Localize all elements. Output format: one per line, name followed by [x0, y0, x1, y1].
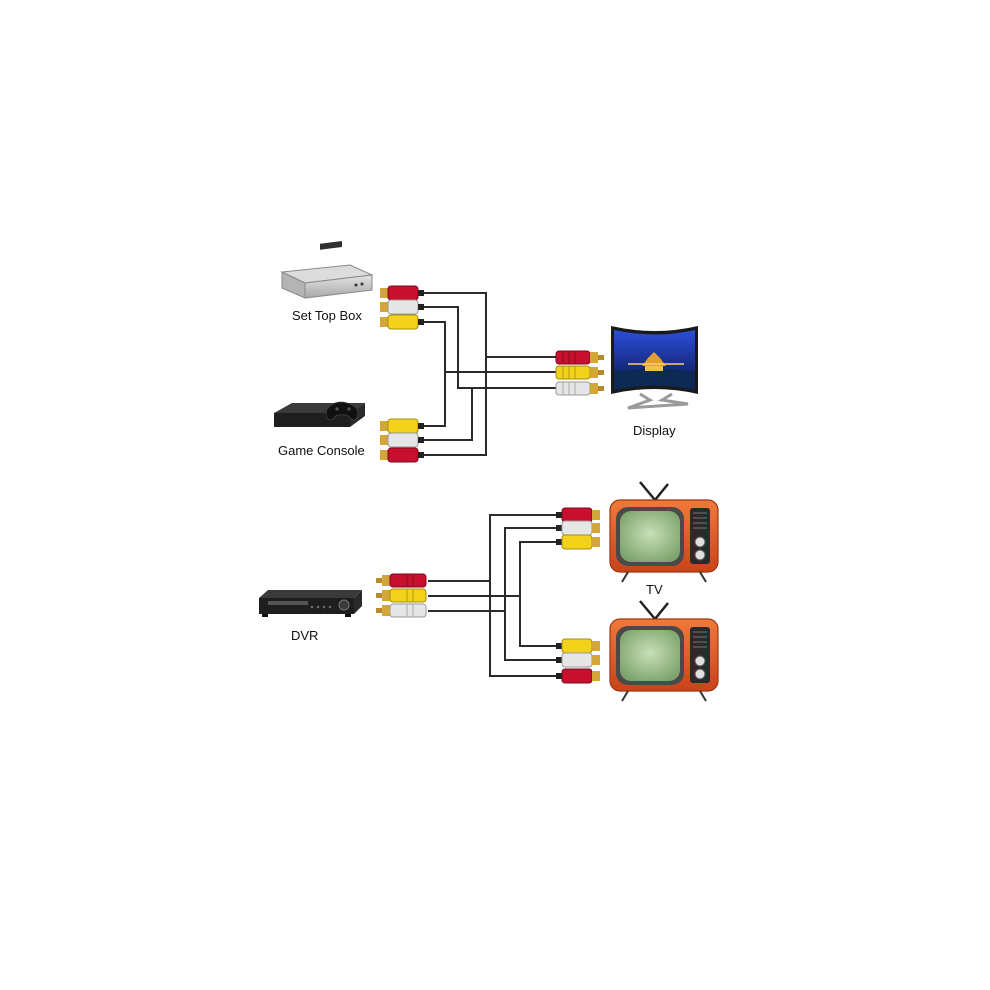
bottom-diagram: DVR	[259, 481, 719, 702]
cable-gc-yellow	[422, 372, 446, 427]
game-console-label: Game Console	[278, 443, 365, 458]
dvr-icon	[259, 590, 362, 617]
display-plugs	[555, 350, 604, 396]
display-label: Display	[633, 423, 676, 438]
tv1-connectors	[556, 507, 600, 550]
cable-stb-white	[422, 306, 558, 373]
rca-jack-red	[380, 447, 424, 463]
rca-jack-red	[556, 668, 600, 684]
cable-stb-red	[422, 292, 558, 358]
tv2-connectors	[556, 638, 600, 684]
cable-dvr-red-2	[489, 581, 560, 677]
rca-plug-white	[376, 603, 427, 618]
gamepad-icon	[325, 401, 359, 421]
rca-jack-white	[556, 520, 600, 536]
stb-connectors	[380, 285, 424, 330]
cable-stb-yellow	[422, 321, 558, 373]
rca-jack-red	[380, 285, 424, 301]
top-cables	[422, 292, 558, 456]
cable-gc-red	[422, 357, 487, 456]
cable-join-white	[457, 372, 472, 389]
cable-dvr-red	[428, 514, 560, 582]
rca-plug-red	[376, 573, 427, 588]
dvr-plugs	[376, 573, 427, 618]
rca-plug-white	[555, 381, 604, 396]
retro-tv-icon	[609, 481, 719, 583]
rca-jack-yellow	[380, 418, 424, 434]
display-icon	[611, 326, 698, 410]
rca-jack-yellow	[556, 638, 600, 654]
cable-dvr-white-2	[504, 611, 560, 661]
game-console-icon	[274, 401, 365, 427]
rca-jack-white	[380, 299, 424, 315]
rca-jack-white	[380, 432, 424, 448]
rca-plug-red	[555, 350, 604, 365]
gc-connectors	[380, 418, 424, 463]
dvr-label: DVR	[291, 628, 318, 643]
set-top-box-label: Set Top Box	[292, 308, 362, 323]
cable-dvr-yellow-2	[519, 596, 560, 647]
cable-gc-white	[422, 387, 558, 441]
top-diagram: Set Top Box	[274, 241, 698, 463]
bottom-cables	[428, 514, 560, 677]
rca-jack-yellow	[380, 314, 424, 330]
rca-plug-yellow	[376, 588, 427, 603]
cable-dvr-white	[428, 527, 560, 612]
cable-dvr-yellow	[428, 541, 560, 597]
set-top-box-icon	[280, 241, 374, 299]
rca-plug-yellow	[555, 365, 604, 380]
retro-tv-icon	[609, 600, 719, 702]
rca-jack-yellow	[556, 534, 600, 550]
tv-label: TV	[646, 582, 663, 597]
rca-jack-red	[556, 507, 600, 523]
rca-jack-white	[556, 652, 600, 668]
